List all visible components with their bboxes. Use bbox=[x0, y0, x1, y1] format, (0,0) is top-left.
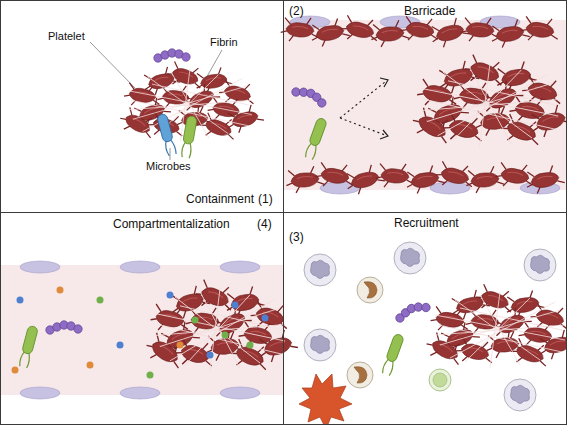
illustration-use bbox=[309, 17, 351, 48]
panel-box: Containment (1) bbox=[0, 0, 284, 213]
barricade-scene bbox=[280, 13, 567, 197]
illustration-use bbox=[423, 281, 567, 371]
illustration-use bbox=[343, 163, 386, 197]
illustration-use bbox=[393, 298, 432, 323]
dotted-arrows bbox=[340, 82, 385, 135]
illustration-use bbox=[154, 49, 190, 62]
illustration-circle bbox=[433, 373, 447, 387]
illustration-use bbox=[180, 115, 197, 158]
illustration-circle bbox=[192, 317, 199, 324]
activated-cell bbox=[299, 374, 352, 425]
illustration-use bbox=[120, 261, 160, 273]
illustration-use bbox=[394, 242, 426, 274]
panel-title: Barricade bbox=[404, 4, 455, 18]
part-label: Fibrin bbox=[210, 36, 238, 48]
soluble-factors bbox=[12, 287, 269, 379]
illustration-use bbox=[357, 277, 383, 303]
panel-box: (2) Barricade bbox=[283, 0, 567, 213]
illustration-use bbox=[489, 18, 531, 49]
panel-number: (3) bbox=[289, 230, 304, 244]
panel-title: Recruitment bbox=[394, 216, 459, 230]
arrow-heads bbox=[380, 78, 388, 139]
illustration-use bbox=[381, 333, 405, 376]
panel-title: Compartmentalization bbox=[113, 217, 230, 231]
illustration-use bbox=[347, 362, 373, 388]
illustration-use bbox=[18, 325, 39, 368]
illustration-use bbox=[524, 164, 566, 195]
illustration-use bbox=[143, 276, 300, 376]
illustration-circle bbox=[247, 342, 254, 349]
illustration-use bbox=[504, 379, 536, 411]
illustration-use bbox=[409, 51, 567, 151]
panel-box: Compartmentalization (4) bbox=[0, 212, 284, 425]
illustration-use bbox=[285, 165, 325, 193]
illustration-use bbox=[157, 113, 178, 156]
illustration-use bbox=[304, 329, 336, 361]
illustration-circle bbox=[12, 367, 19, 374]
illustration-use bbox=[304, 254, 336, 286]
part-label: Platelet bbox=[48, 30, 85, 42]
illustration-circle bbox=[207, 352, 214, 359]
compartment-scene bbox=[0, 261, 299, 399]
leader-lines bbox=[90, 42, 222, 160]
illustration-circle bbox=[222, 332, 229, 339]
illustration-use bbox=[220, 387, 260, 399]
panel-number: (2) bbox=[289, 4, 304, 18]
illustration-use bbox=[370, 19, 410, 47]
lymphocyte bbox=[429, 369, 451, 391]
illustration-use bbox=[20, 261, 60, 273]
illustration-circle bbox=[262, 315, 269, 322]
illustration-circle bbox=[177, 342, 184, 349]
illustration-use bbox=[519, 14, 561, 45]
panel-number: (1) bbox=[258, 192, 273, 206]
illustration-circle bbox=[232, 302, 239, 309]
illustration-use bbox=[220, 261, 260, 273]
illustration-use bbox=[20, 387, 60, 399]
panel-title: Containment bbox=[186, 192, 254, 206]
illustration-use bbox=[304, 117, 328, 160]
illustration-circle bbox=[147, 372, 154, 379]
illustration-circle bbox=[97, 297, 104, 304]
recruitment-scene bbox=[299, 242, 567, 425]
illustration-path bbox=[299, 374, 352, 425]
illustration-use bbox=[524, 249, 556, 281]
panel-number: (4) bbox=[257, 217, 272, 231]
illustration-use bbox=[430, 182, 470, 194]
illustration-circle bbox=[167, 292, 174, 299]
illustration-use bbox=[428, 16, 471, 50]
part-label: Microbes bbox=[146, 160, 191, 172]
illustration-use bbox=[120, 387, 160, 399]
illustration-use bbox=[290, 82, 329, 110]
illustration-use bbox=[434, 159, 477, 193]
illustration-use bbox=[46, 321, 82, 334]
illustration-circle bbox=[17, 297, 24, 304]
vessel-lumen bbox=[0, 265, 283, 395]
illustration-circle bbox=[117, 342, 124, 349]
panel-box: (3) Recruitment bbox=[283, 212, 567, 425]
illustration-use bbox=[404, 164, 446, 195]
illustration-circle bbox=[87, 362, 94, 369]
illustration-circle bbox=[57, 287, 64, 294]
containment-scene bbox=[90, 42, 265, 160]
illustration-use bbox=[465, 165, 505, 193]
illustration-use bbox=[339, 13, 382, 47]
illustration-circle bbox=[429, 369, 451, 391]
